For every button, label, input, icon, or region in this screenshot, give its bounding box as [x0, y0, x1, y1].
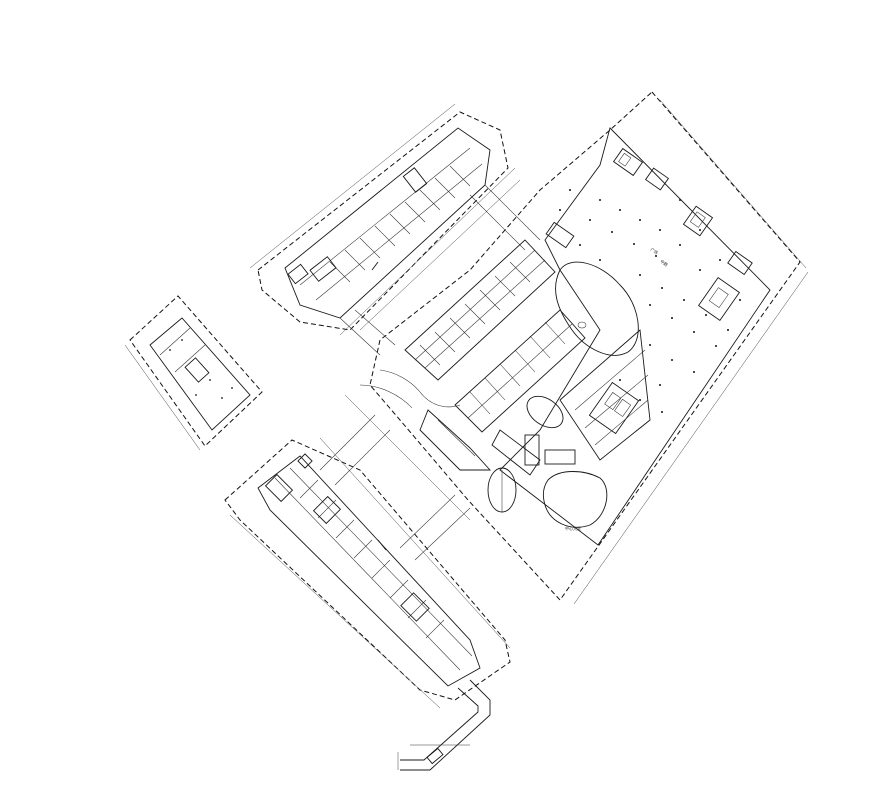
west-small-building — [124, 295, 263, 451]
atrium-oval — [555, 261, 639, 356]
south-retail-strip — [224, 437, 511, 709]
south-building-outline — [257, 455, 481, 687]
west-core — [184, 357, 210, 383]
hall-label: 中心大堂 — [565, 525, 581, 531]
south-core-1 — [264, 473, 294, 503]
main-building-outline — [499, 127, 771, 546]
dimension-line-se — [573, 271, 809, 605]
south-connector — [319, 394, 471, 561]
dimension-line-nw — [359, 179, 521, 331]
service-cores — [545, 147, 753, 435]
entrance-road — [397, 679, 491, 771]
atrium-feature — [577, 321, 587, 329]
north-connector — [339, 184, 541, 356]
north-core-1 — [402, 167, 428, 193]
north-core-2 — [309, 256, 337, 282]
main-mall-block: 中庭 中心大堂 — [359, 91, 809, 605]
main-boundary-dashed — [369, 91, 801, 601]
west-boundary-dashed — [129, 295, 263, 447]
column-grid — [559, 189, 741, 413]
north-boundary-dashed — [257, 111, 509, 331]
south-core-2 — [312, 495, 342, 525]
south-boundary-dashed — [224, 439, 511, 701]
entrance-path — [379, 369, 461, 408]
south-shop-partitions — [274, 467, 473, 671]
small-oval-court — [526, 395, 564, 429]
dimension-line-ne — [659, 99, 807, 269]
plaza-label: 广场 — [649, 246, 659, 256]
north-retail-strip — [249, 103, 516, 336]
north-shop-partitions — [299, 147, 483, 301]
round-hall — [542, 471, 608, 528]
west-building-outline — [149, 317, 251, 431]
shop-unit-rows — [404, 239, 651, 476]
atrium-label: 中庭 — [659, 258, 669, 268]
south-core-3 — [400, 592, 430, 622]
gate-house — [426, 747, 444, 765]
